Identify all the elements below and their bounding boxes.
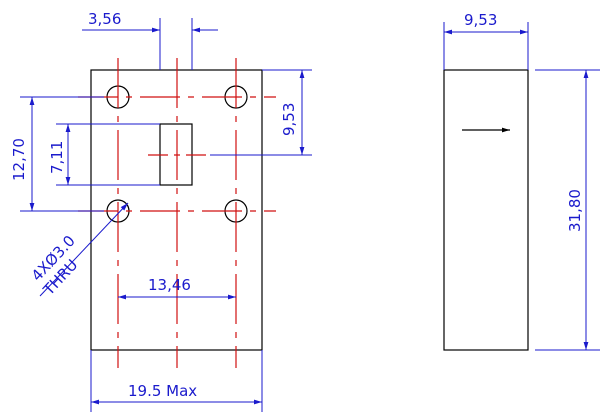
dim-side-width-label: 9,53: [464, 11, 497, 29]
dim-vertical-hole-pitch: 9,53: [210, 69, 312, 156]
side-body-outline: [443, 69, 529, 351]
dim-side-height-label: 31,80: [566, 189, 584, 232]
dim-horizontal-hole-pitch: 13,46: [118, 276, 236, 300]
dim-overall-width: 19.5 Max: [90, 350, 263, 412]
dim-side-height: 31,80: [535, 69, 600, 351]
dim-top-spacing-label: 3,56: [88, 10, 121, 28]
dim-overall-width-label: 19.5 Max: [128, 382, 197, 400]
dim-side-width: 9,53: [443, 11, 529, 70]
dim-left-outer: 12,70: [10, 96, 104, 212]
side-view: 9,53 31,80: [443, 11, 600, 351]
hole-note: 4XØ3.0 THRU: [28, 202, 129, 299]
dim-left-inner-label: 7,11: [48, 141, 66, 174]
dim-left-inner: 7,11: [48, 123, 160, 186]
dim-vertical-hole-pitch-label: 9,53: [280, 103, 298, 136]
dim-left-outer-label: 12,70: [10, 138, 28, 181]
dim-top-spacing: 3,56: [82, 10, 218, 70]
front-view: 3,56 9,53 12,70 7,11: [10, 10, 312, 412]
dim-horizontal-hole-pitch-label: 13,46: [148, 276, 191, 294]
